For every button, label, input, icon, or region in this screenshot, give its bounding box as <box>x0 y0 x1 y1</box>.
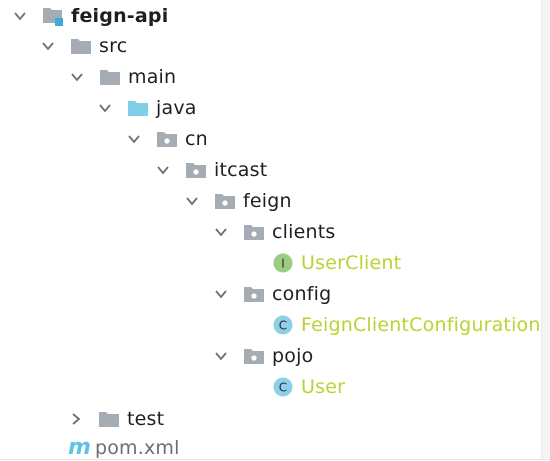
tree-node-label: src <box>99 34 128 57</box>
tree-node-clients[interactable]: clients <box>0 216 550 247</box>
chevron-right-icon[interactable] <box>66 409 86 429</box>
maven-icon: m <box>68 435 91 460</box>
package-icon <box>185 160 207 180</box>
tree-node-main[interactable]: main <box>0 61 550 92</box>
chevron-down-icon[interactable] <box>153 160 173 180</box>
chevron-down-icon[interactable] <box>124 129 144 149</box>
class-badge-letter: C <box>279 318 287 332</box>
tree-node-cn[interactable]: cn <box>0 123 550 154</box>
tree-node-label: cn <box>185 127 208 150</box>
tree-node-feign[interactable]: feign <box>0 185 550 216</box>
chevron-down-icon[interactable] <box>10 6 30 26</box>
scrollbar[interactable] <box>541 0 550 460</box>
tree-node-feign-api[interactable]: feign-api <box>0 0 550 31</box>
folder-icon <box>98 409 120 429</box>
tree-node-test[interactable]: test <box>0 403 550 434</box>
chevron-down-icon[interactable] <box>211 346 231 366</box>
package-icon <box>214 191 236 211</box>
tree-node-label: config <box>272 282 332 305</box>
tree-node-label: pojo <box>272 344 314 367</box>
chevron-down-icon[interactable] <box>67 67 87 87</box>
tree-node-label: feign-api <box>71 4 169 27</box>
tree-node-pom-xml[interactable]: m pom.xml <box>0 435 550 461</box>
tree-node-config[interactable]: config <box>0 278 550 309</box>
tree-node-userclient[interactable]: I UserClient <box>0 247 550 278</box>
class-badge-letter: C <box>279 380 287 394</box>
chevron-down-icon[interactable] <box>95 98 115 118</box>
chevron-down-icon[interactable] <box>211 284 231 304</box>
tree-node-user[interactable]: C User <box>0 371 550 402</box>
tree-node-label: test <box>127 407 165 430</box>
tree-node-itcast[interactable]: itcast <box>0 154 550 185</box>
tree-node-label: FeignClientConfiguration <box>301 313 541 336</box>
package-icon <box>243 222 265 242</box>
tree-node-pojo[interactable]: pojo <box>0 340 550 371</box>
package-icon <box>243 346 265 366</box>
tree-node-label: pom.xml <box>94 437 180 459</box>
maven-badge-letter: m <box>68 435 91 460</box>
folder-icon <box>70 36 92 56</box>
chevron-down-icon[interactable] <box>211 222 231 242</box>
tree-node-label: feign <box>243 189 292 212</box>
class-icon: C <box>272 314 294 336</box>
source-root-folder-icon <box>127 98 149 118</box>
chevron-down-icon[interactable] <box>38 36 58 56</box>
tree-node-label: clients <box>272 220 336 243</box>
class-icon: C <box>272 376 294 398</box>
package-icon <box>156 129 178 149</box>
package-icon <box>243 284 265 304</box>
interface-icon: I <box>272 252 294 274</box>
tree-node-java[interactable]: java <box>0 92 550 123</box>
tree-node-label: main <box>128 65 177 88</box>
tree-node-label: User <box>301 375 346 398</box>
tree-node-feignclientconfiguration[interactable]: C FeignClientConfiguration <box>0 309 550 340</box>
tree-node-label: UserClient <box>301 251 402 274</box>
folder-icon <box>99 67 121 87</box>
tree-node-src[interactable]: src <box>0 30 550 61</box>
interface-badge-letter: I <box>281 256 285 270</box>
module-folder-icon <box>42 6 64 26</box>
chevron-down-icon[interactable] <box>182 191 202 211</box>
tree-node-label: itcast <box>214 158 268 181</box>
tree-node-label: java <box>156 96 197 119</box>
